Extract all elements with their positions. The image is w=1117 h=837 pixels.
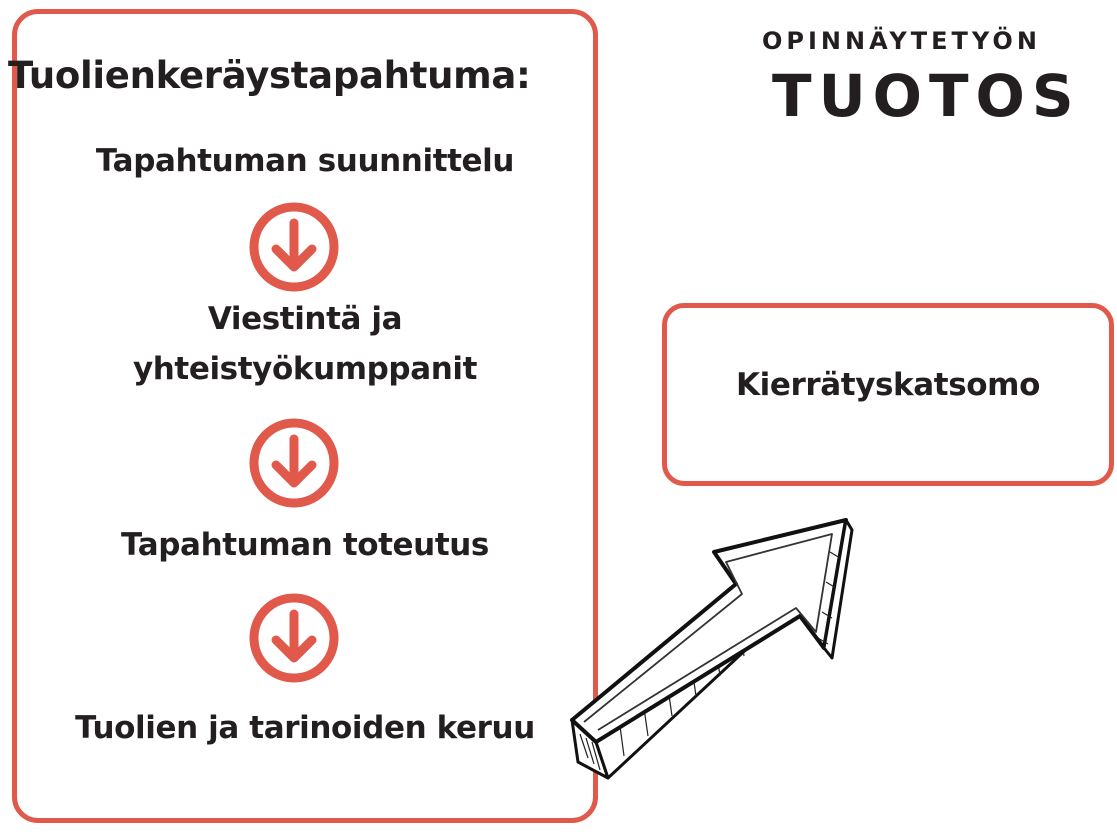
step-execution: Tapahtuman toteutus	[121, 527, 489, 563]
step-communication-line1: Viestintä ja	[207, 301, 403, 337]
header-title: TUOTOS	[772, 62, 1081, 130]
process-title: Tuolienkeräystapahtuma:	[8, 54, 531, 97]
process-box	[12, 9, 598, 823]
circle-arrow-down-icon	[249, 418, 339, 508]
output-box	[662, 303, 1114, 486]
header-subtitle: OPINNÄYTETYÖN	[762, 27, 1041, 55]
step-communication-line2: yhteistyökumppanit	[132, 351, 478, 387]
step-collection: Tuolien ja tarinoiden keruu	[75, 710, 535, 746]
sketch-arrow-up-right-icon	[570, 518, 854, 780]
output-label: Kierrätyskatsomo	[736, 367, 1040, 403]
step-communication: Viestintä ja yhteistyökumppanit	[12, 294, 598, 394]
circle-arrow-down-icon	[249, 202, 339, 292]
circle-arrow-down-icon	[249, 593, 339, 683]
step-planning: Tapahtuman suunnittelu	[95, 143, 515, 179]
